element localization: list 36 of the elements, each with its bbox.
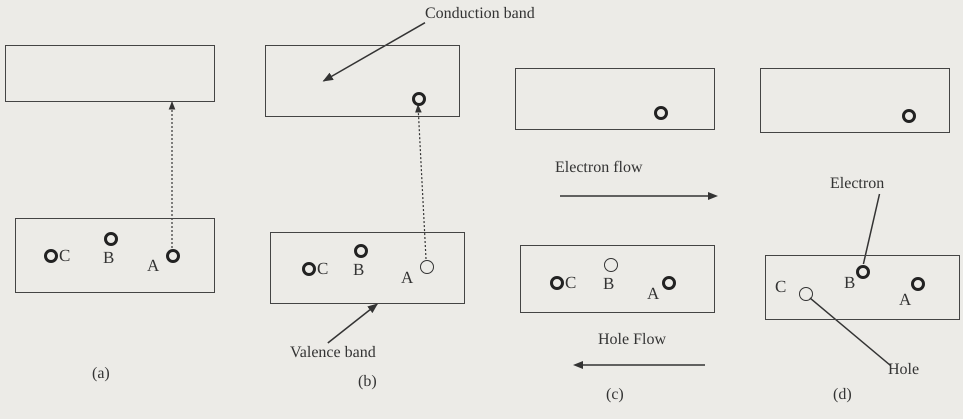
energy-band-box — [760, 68, 950, 133]
point-letter: A — [899, 291, 912, 308]
band-name: Hole — [888, 360, 938, 382]
point-letter: B — [103, 249, 114, 266]
energy-band-box — [15, 218, 215, 293]
arrow — [168, 101, 176, 248]
energy-band-box — [265, 45, 460, 117]
leader-line — [809, 297, 891, 366]
point-letter: A — [647, 285, 660, 302]
leader-line — [862, 194, 880, 264]
point-letter: B — [603, 275, 614, 292]
point-letter: C — [565, 274, 576, 291]
point-letter: A — [147, 257, 160, 274]
flow-label: Electron flow — [555, 158, 643, 178]
flow-label: Hole Flow — [598, 330, 666, 350]
figure-caption: (c) — [606, 385, 624, 405]
point-letter: C — [775, 278, 786, 295]
point-letter: A — [401, 269, 414, 286]
point-letter: B — [844, 274, 856, 291]
arrow — [415, 104, 427, 260]
point-letter: B — [353, 261, 364, 278]
point-letter: C — [59, 247, 70, 264]
figure-caption: (d) — [833, 385, 852, 405]
arrow — [327, 303, 378, 344]
energy-band-box — [765, 255, 960, 320]
figure-caption: (b) — [358, 372, 377, 392]
energy-band-box — [270, 232, 465, 304]
point-letter: C — [317, 260, 328, 277]
band-name: Electron — [830, 174, 920, 194]
band-name: Conduction band — [425, 4, 605, 26]
energy-band-box — [515, 68, 715, 130]
energy-band-box — [5, 45, 215, 102]
energy-band-box — [520, 245, 715, 313]
arrow — [322, 22, 426, 82]
figure-caption: (a) — [92, 364, 110, 384]
band-name: Valence band — [290, 343, 425, 365]
